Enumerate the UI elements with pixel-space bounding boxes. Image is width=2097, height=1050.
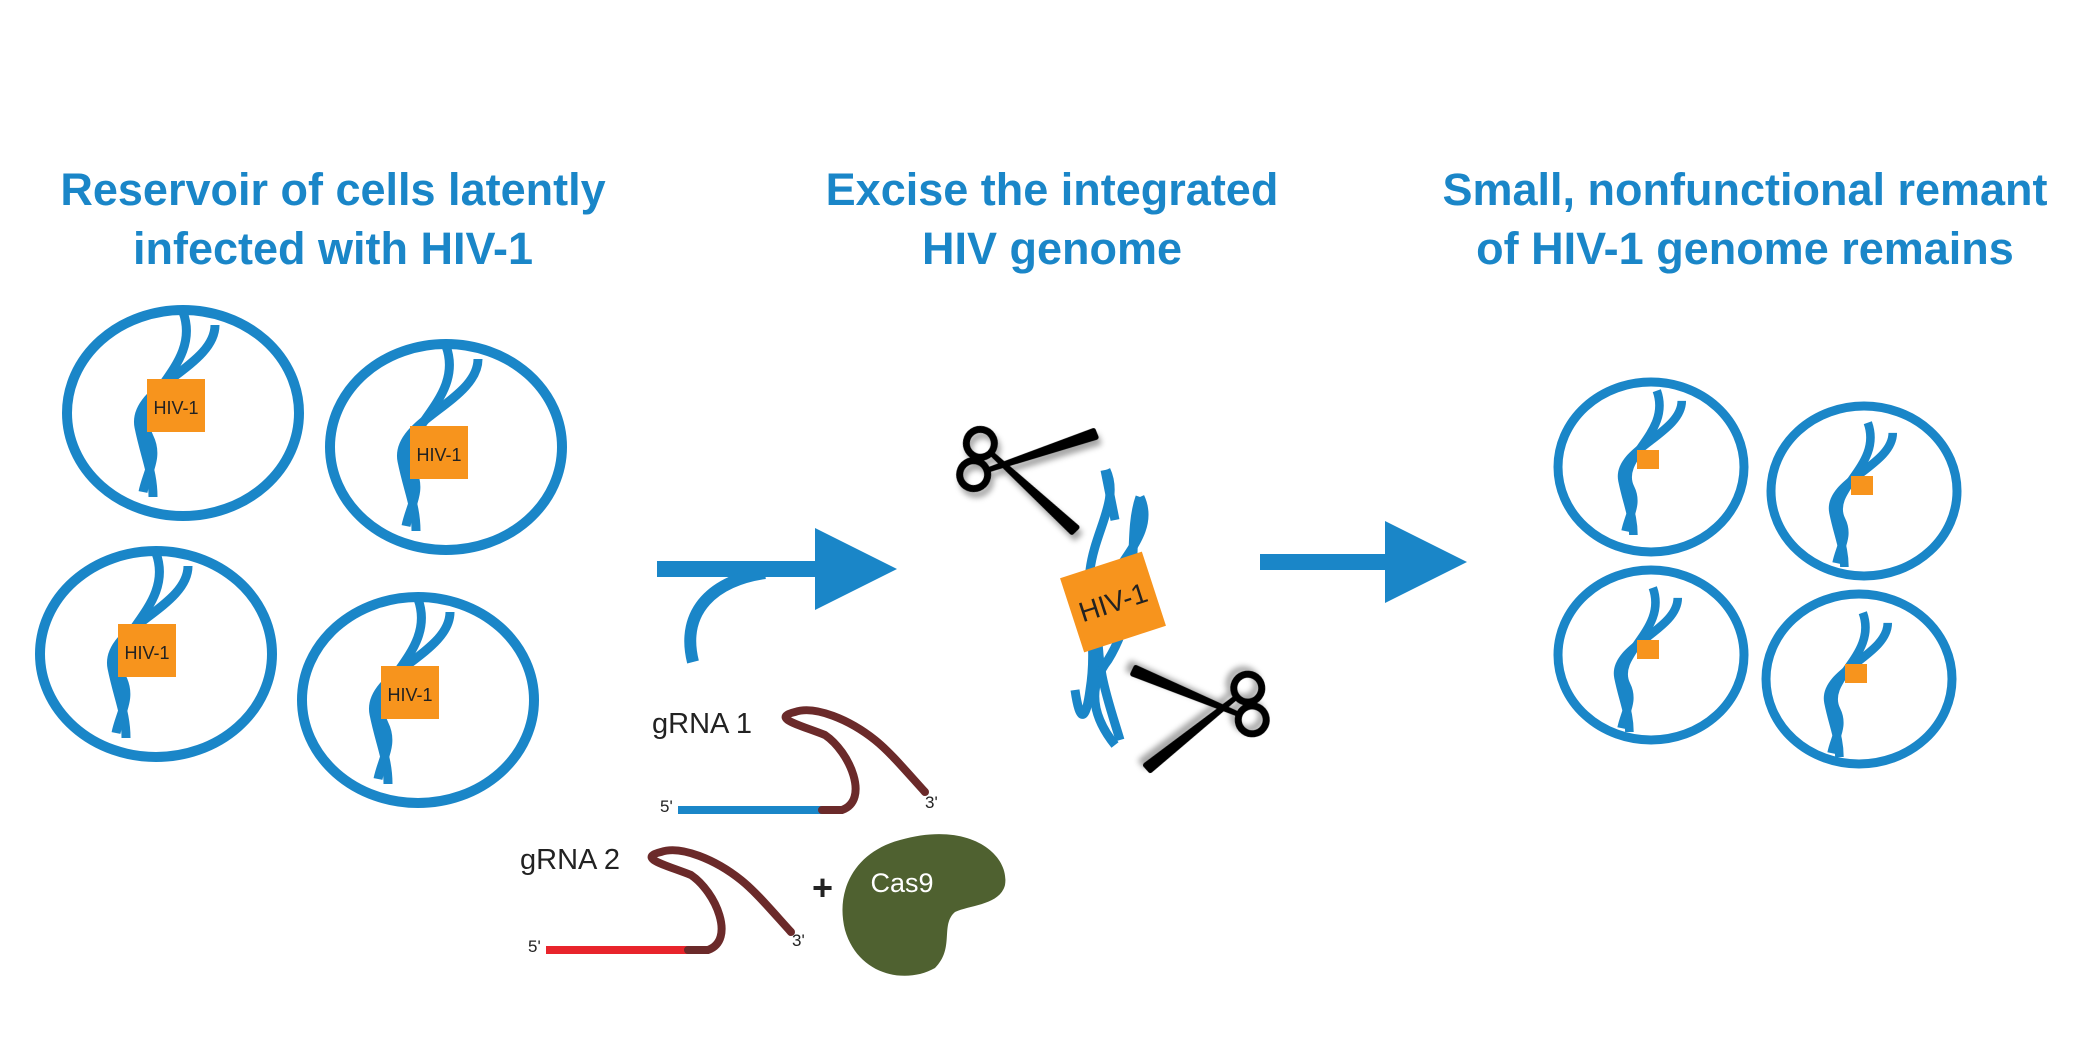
arrow-right-1 <box>657 528 897 664</box>
remnant-insert <box>1637 450 1659 469</box>
hiv-insert-label: HIV-1 <box>387 685 432 705</box>
dna-helix <box>1824 611 1893 758</box>
infected-cell-2: HIV-1 <box>325 339 567 555</box>
heading-remnant: Small, nonfunctional remant of HIV-1 gen… <box>1385 160 2097 278</box>
cell-membrane <box>35 546 277 762</box>
remnant-cell-1 <box>1553 377 1749 557</box>
heading-reservoir: Reservoir of cells latently infected wit… <box>0 160 693 278</box>
cell-membrane <box>1766 401 1962 581</box>
cell-membrane <box>297 592 539 808</box>
hiv-insert-label: HIV-1 <box>416 445 461 465</box>
remnant-cell-2 <box>1766 401 1962 581</box>
scissors-icon <box>952 405 1097 533</box>
grna-1-five-prime: 5' <box>660 797 673 816</box>
heading-reservoir-line2: infected with HIV-1 <box>132 223 534 274</box>
grna-2-three-prime: 3' <box>792 931 805 950</box>
scissors-icon <box>1132 651 1271 772</box>
infected-cell-4: HIV-1 <box>297 592 539 808</box>
remnant-cell-4 <box>1761 589 1957 769</box>
remnant-insert <box>1851 476 1873 495</box>
dna-helix <box>1614 586 1683 733</box>
grna-2: gRNA 2 5' 3' <box>520 844 805 956</box>
cell-membrane <box>1761 589 1957 769</box>
grna-1-scaffold <box>781 706 929 814</box>
dna-helix <box>134 310 220 498</box>
cas9-shape <box>842 834 1006 976</box>
heading-excise: Excise the integrated HIV genome <box>692 160 1412 278</box>
cas9-label: Cas9 <box>870 868 933 898</box>
heading-remnant-line1: Small, nonfunctional remant <box>1442 164 2048 215</box>
hiv-insert <box>410 426 468 479</box>
hiv-insert-label: HIV-1 <box>153 398 198 418</box>
hiv-insert-label: HIV-1 <box>124 643 169 663</box>
plus-sign: + <box>812 867 833 908</box>
grna-2-scaffold <box>647 846 795 954</box>
heading-excise-line1: Excise the integrated <box>825 164 1279 215</box>
remnant-cell-3 <box>1553 565 1749 745</box>
hiv-insert <box>118 624 176 677</box>
remnant-insert <box>1637 640 1659 659</box>
dna-helix <box>369 597 455 785</box>
cell-membrane <box>1553 565 1749 745</box>
hiv-insert <box>381 666 439 719</box>
heading-reservoir-line1: Reservoir of cells latently <box>60 164 606 215</box>
grna-2-label: gRNA 2 <box>520 844 620 876</box>
excised-hiv-insert: HIV-1 <box>1060 551 1166 653</box>
infected-cell-3: HIV-1 <box>35 546 277 762</box>
hiv-insert <box>147 379 205 432</box>
grna-1-label: gRNA 1 <box>652 708 752 740</box>
heading-excise-line2: HIV genome <box>921 223 1183 274</box>
grna-2-five-prime: 5' <box>528 937 541 956</box>
arrow-right-2 <box>1260 521 1467 603</box>
cell-membrane <box>1553 377 1749 557</box>
heading-remnant-line2: of HIV-1 genome remains <box>1476 223 2014 274</box>
dna-helix <box>397 344 483 532</box>
dna-helix <box>1618 389 1687 536</box>
dna-helix <box>1829 421 1898 568</box>
remnant-insert <box>1845 664 1867 683</box>
cell-membrane <box>325 339 567 555</box>
cas9-protein: Cas9 <box>842 834 1006 976</box>
infected-cell-1: HIV-1 <box>62 305 304 521</box>
grna-1-three-prime: 3' <box>925 793 938 812</box>
grna-1: gRNA 1 5' 3' <box>652 706 938 816</box>
cell-membrane <box>62 305 304 521</box>
